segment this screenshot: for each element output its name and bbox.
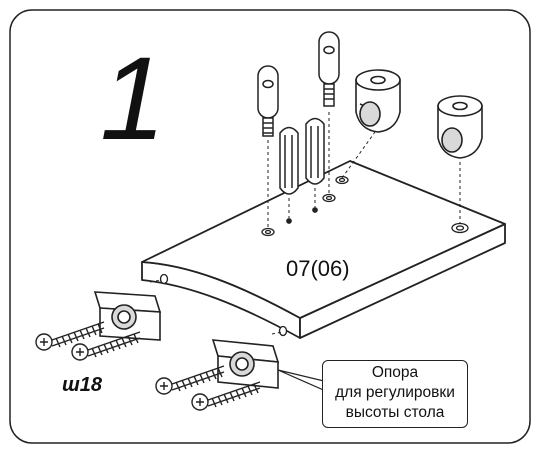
callout-line-3: высоты стола [345,404,445,421]
wood-screw [155,365,225,395]
wood-screw [191,381,261,411]
wood-dowel [279,126,299,195]
step-number: 1 [100,33,166,165]
leveling-foot-bracket [93,291,162,341]
panel-holes [159,175,469,337]
panel-board [141,160,506,339]
cam-pin [257,65,279,137]
cam-lock [437,95,483,159]
cam-pin [318,31,340,107]
callout-line-1: Опора [371,364,419,381]
callout-line-2: для регулировки [335,384,455,401]
diagram-frame [9,9,531,444]
cam-lock [355,69,401,133]
leveling-foot-bracket [211,339,280,389]
guide-lines [149,112,461,335]
screw-size-label: ш18 [62,374,103,396]
panel-top-face [141,160,506,319]
callout-pointer [277,369,329,393]
part-code-label: 07(06) [286,256,350,281]
leveling-foot-callout: Опора для регулировки высоты стола [322,360,468,428]
wood-dowel [305,117,325,185]
wood-screw [35,321,105,351]
wood-screw [71,331,141,361]
